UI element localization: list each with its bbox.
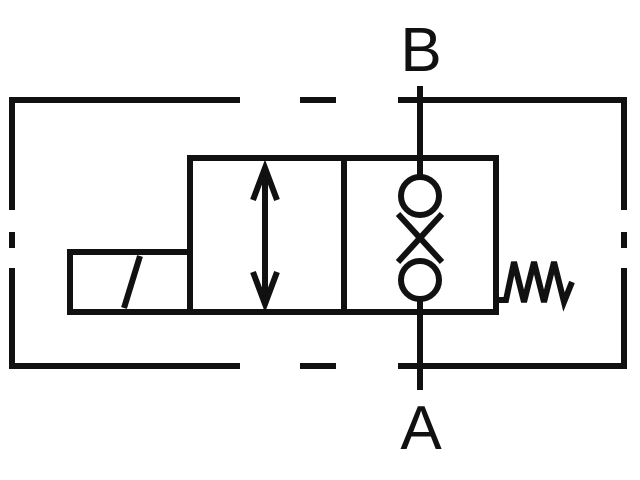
return-spring	[496, 261, 575, 312]
bidirectional-flow-arrow	[250, 159, 280, 313]
solenoid-actuator	[67, 249, 193, 315]
port-a-label: A	[400, 394, 442, 463]
port-b-label: B	[400, 16, 442, 85]
enclosure-boundary	[9, 97, 627, 369]
check-valve-pair	[395, 174, 445, 302]
